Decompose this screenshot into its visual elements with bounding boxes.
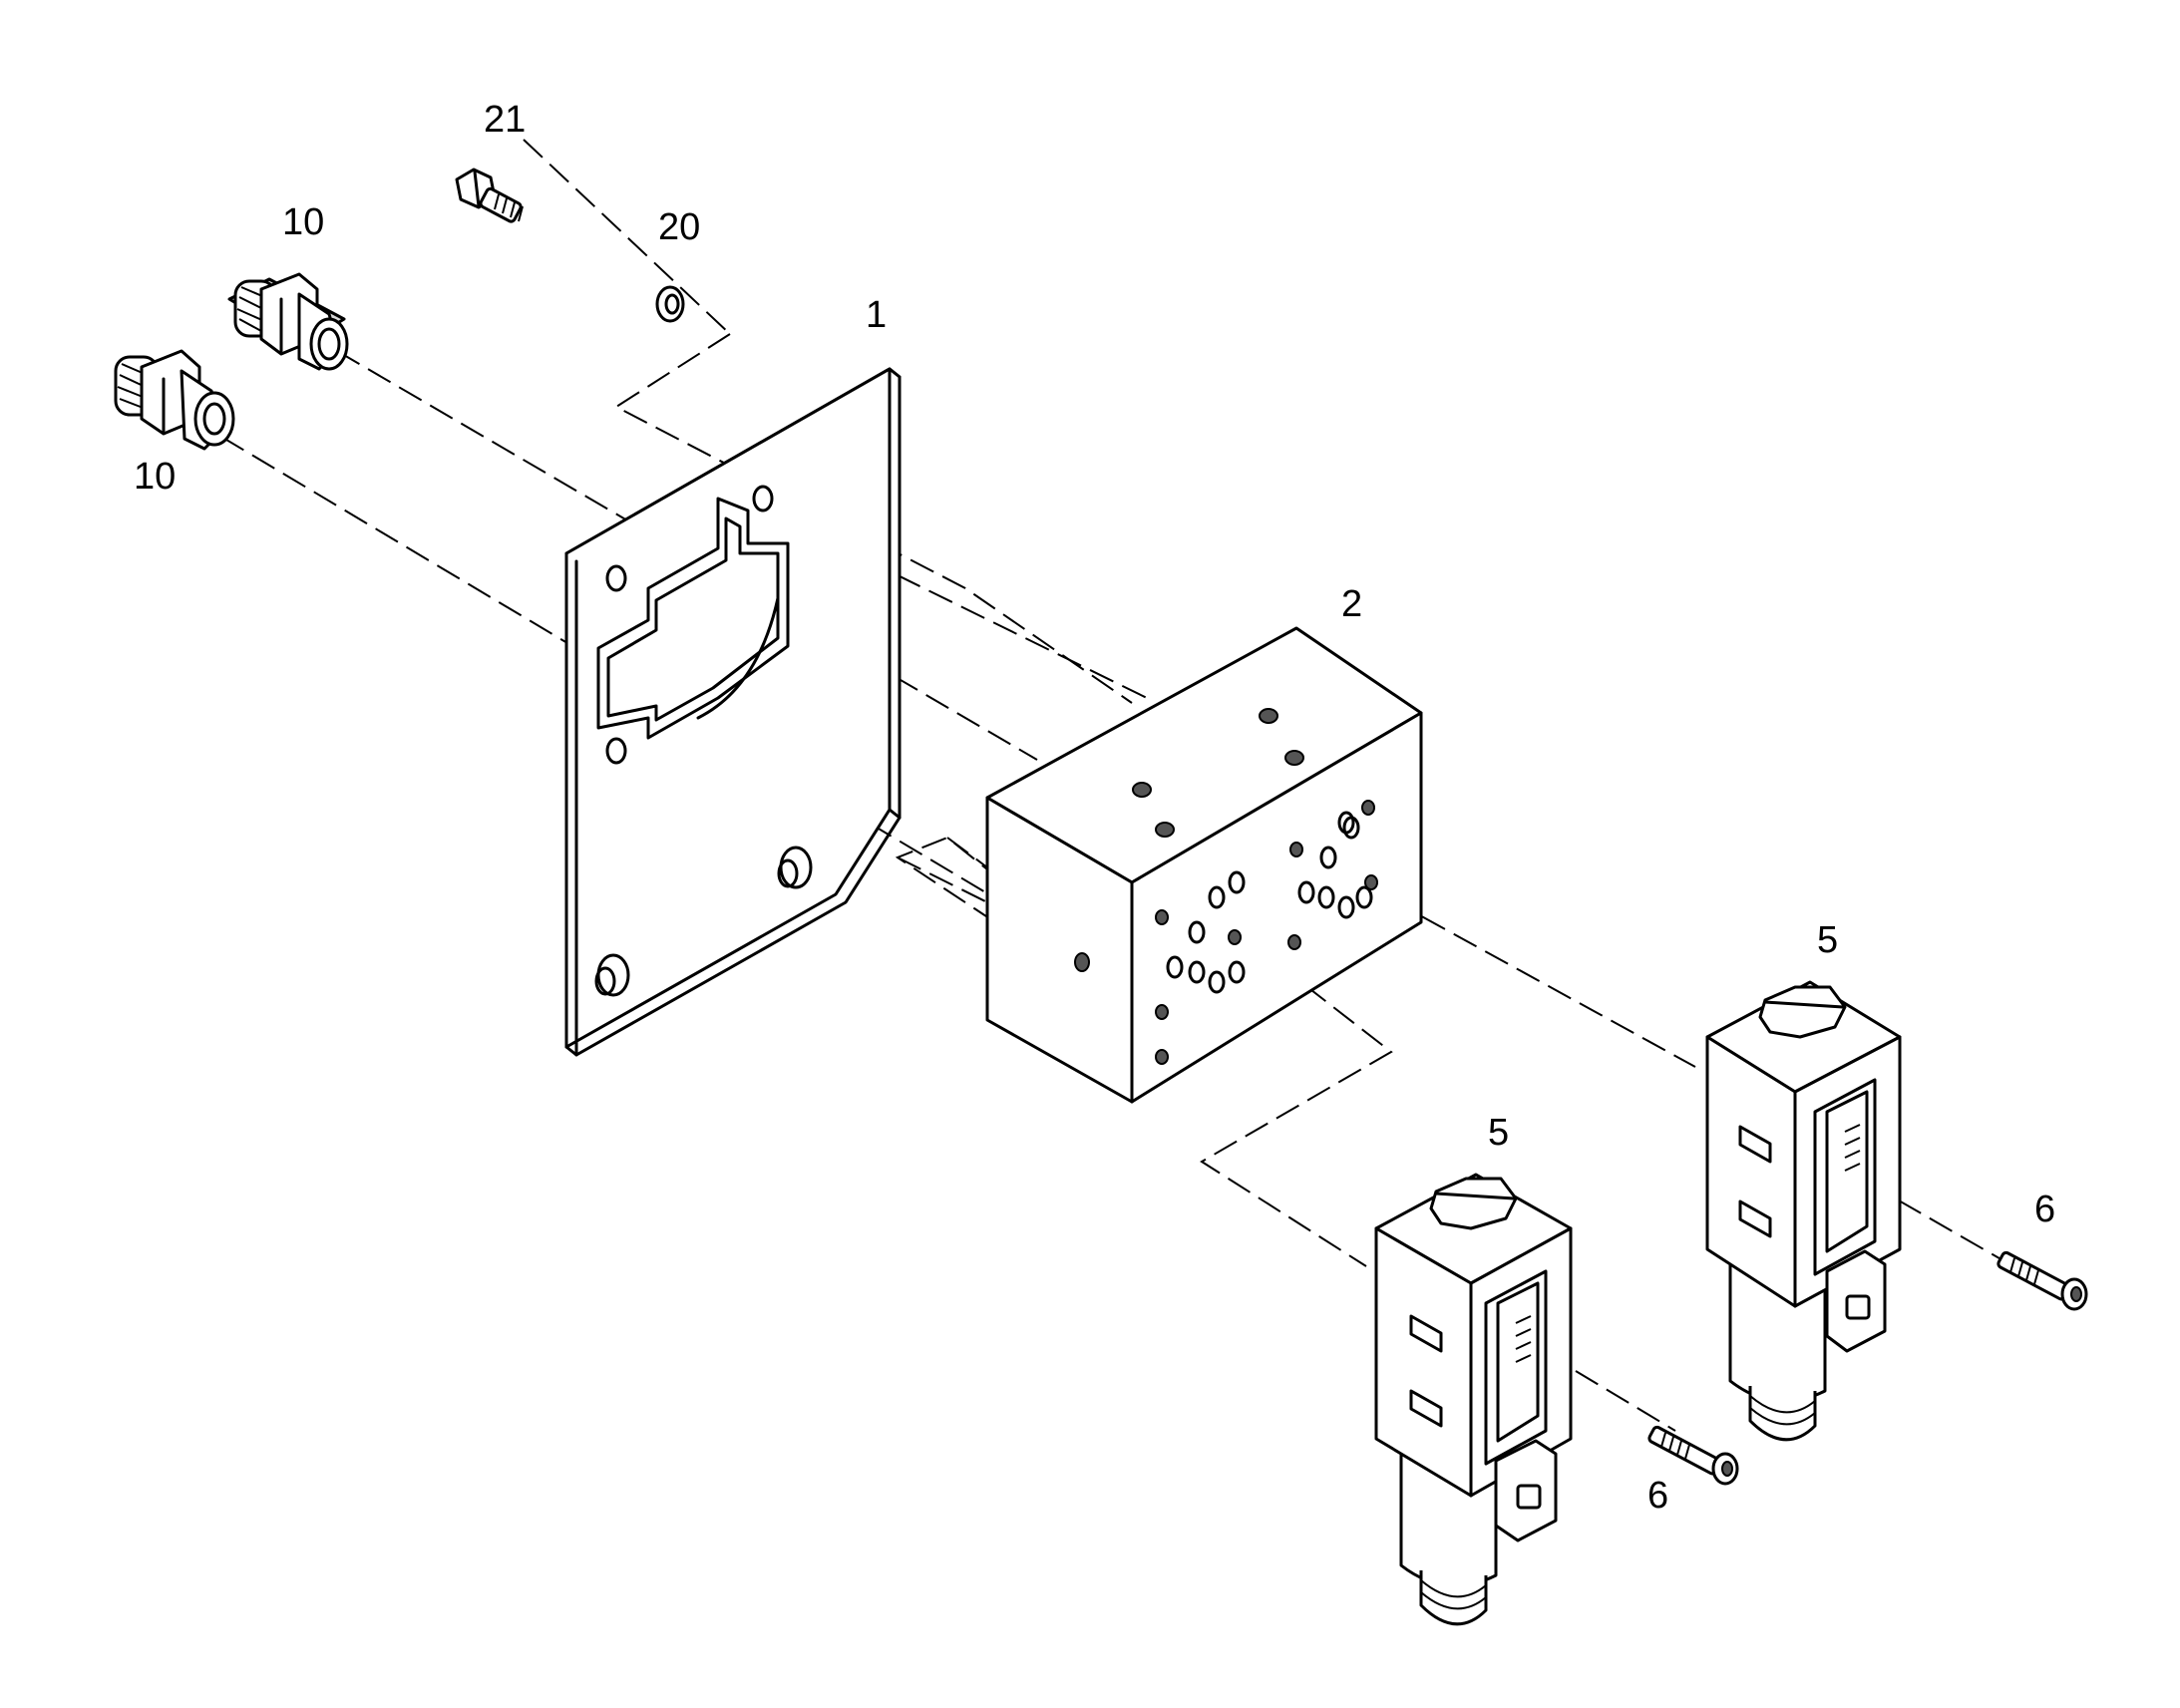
callout-valve-right: 5: [1817, 919, 1838, 961]
callout-bolt: 21: [484, 99, 526, 141]
fitting-lower: [114, 349, 235, 451]
callout-fitting-lower: 10: [134, 456, 176, 498]
callout-labels: 21 10 20 1 10 2 5 5 6 6: [134, 99, 2055, 1517]
callout-screw-left: 6: [1647, 1475, 1668, 1517]
screw-left: [1647, 1425, 1739, 1486]
callout-washer: 20: [658, 206, 700, 248]
washer: [655, 285, 685, 323]
callout-plate: 1: [866, 294, 887, 336]
solenoid-valve-left: [1374, 1173, 1573, 1626]
solenoid-valve-right: [1705, 980, 1902, 1442]
callout-screw-right: 6: [2034, 1189, 2055, 1230]
callout-fitting-upper: 10: [282, 201, 324, 243]
manifold-block: [897, 626, 1423, 1104]
mounting-plate: [564, 367, 902, 1057]
fitting-upper: [227, 272, 349, 371]
callout-block: 2: [1341, 583, 1362, 625]
bolt: [455, 168, 524, 223]
screw-right: [1997, 1250, 2088, 1311]
callout-valve-left: 5: [1488, 1112, 1509, 1154]
